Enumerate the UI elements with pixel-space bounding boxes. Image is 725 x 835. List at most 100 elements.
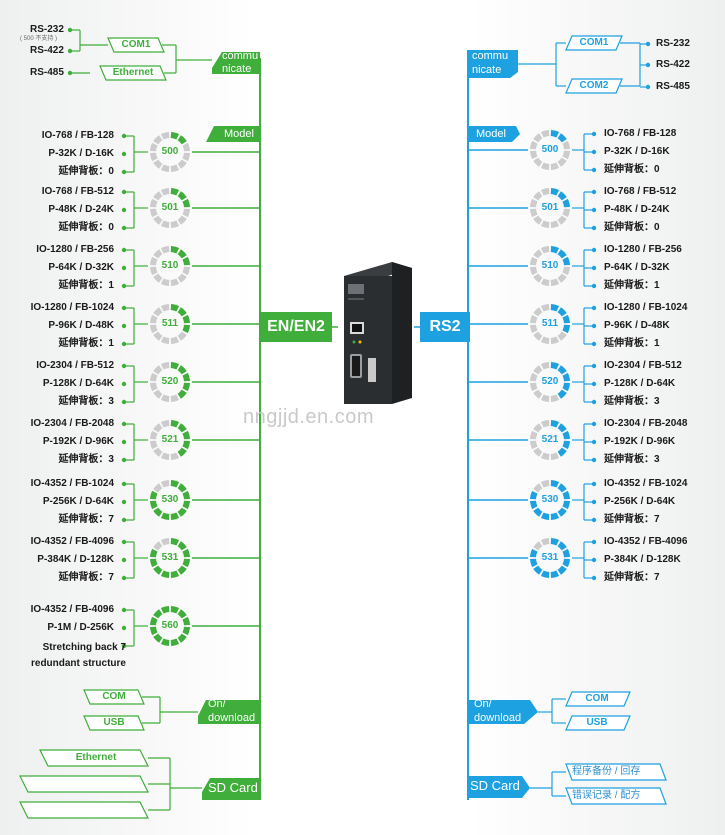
ring-segment [550,452,560,460]
right-backup-box [565,763,667,781]
ring-segment [170,132,180,140]
ring-segment [177,331,187,341]
left-model-510-pd: P-64K / D-32K [48,262,114,273]
left-model-510-ext: 延伸背板：1 [58,280,114,291]
ring-segment [550,246,560,254]
ring-segment [540,220,550,228]
left-model-531-pd: P-384K / D-128K [37,554,114,565]
ring-segment [170,164,180,172]
ring-segment [533,565,543,575]
ring-segment [530,256,538,266]
left-ethernet-label: Ethernet [112,67,154,78]
left-model-531-io: IO-4352 / FB-4096 [30,536,114,547]
ring-segment [177,191,187,201]
ring-segment [177,215,187,225]
model-number: 511 [541,318,559,329]
ring-segment [160,606,170,614]
ring-segment [540,538,550,546]
ring-segment [530,140,538,150]
ring-segment [550,220,560,228]
ring-segment [557,507,567,517]
right-model-520-ext: 延伸背板：3 [604,396,660,407]
ring-segment [530,548,538,558]
left-com1-label: COM1 [121,39,151,50]
ring-segment [557,157,567,167]
ring-segment [562,324,570,334]
left-usb-label: USB [103,717,125,728]
ring-segment [153,609,163,619]
ring-segment [150,500,158,510]
right-model-521-io: IO-2304 / FB-2048 [604,418,688,429]
ring-segment [160,188,170,196]
ring-segment [540,304,550,312]
right-ring-511: 511 [528,302,572,346]
ring-segment [150,142,158,152]
ring-segment [170,606,180,614]
ring-segment [182,314,190,324]
ring-segment [557,273,567,283]
ring-segment [550,570,560,578]
ring-segment [550,362,560,370]
left-model-530-pd: P-256K / D-64K [42,496,114,507]
model-number: 521 [541,434,559,445]
left-model-511-ext: 延伸背板：1 [58,338,114,349]
right-backup-label: 程序备份 / 回存 [572,766,641,777]
ring-segment [182,266,190,276]
ring-segment [182,142,190,152]
left-spec-dot [121,265,127,271]
ring-segment [170,570,180,578]
model-number: 531 [541,552,559,563]
ring-segment [170,452,180,460]
ring-segment [153,507,163,517]
ring-segment [530,324,538,334]
ring-segment [182,500,190,510]
right-sd-tag-shape [468,776,530,798]
ring-segment [153,365,163,375]
watermark: nngjjd.en.com [243,406,375,428]
left-model-520-pd: P-128K / D-64K [42,378,114,389]
ring-segment [153,307,163,317]
ring-segment [150,626,158,636]
ring-segment [533,389,543,399]
model-number: 510 [161,260,179,271]
right-download-line1: On/ [474,698,492,710]
right-model-510-io: IO-1280 / FB-256 [604,244,682,255]
ring-segment [533,249,543,259]
ring-segment [150,382,158,392]
ring-segment [177,159,187,169]
ring-segment [557,541,567,551]
model-number: 521 [161,434,179,445]
plc-module-image [338,258,420,404]
ring-segment [550,480,560,488]
ring-segment [177,307,187,317]
ring-segment [533,133,543,143]
ring-segment [540,480,550,488]
ring-segment [150,490,158,500]
ring-segment [557,331,567,341]
left-comm-tag-line1: commu [222,50,259,62]
left-model-560-redundant: redundant structure [30,658,126,669]
left-model-511-io: IO-1280 / FB-1024 [30,302,114,313]
right-sd-tag: SD Card [470,778,520,793]
right-com2-label: COM2 [579,80,609,91]
ring-segment [533,447,543,457]
right-model-511-pd: P-96K / D-48K [604,320,670,331]
ring-segment [170,246,180,254]
ring-segment [550,130,560,138]
right-port-1: RS-422 [656,59,690,70]
ring-segment [177,541,187,551]
ring-segment [170,480,180,488]
left-port-1: RS-422 [30,45,64,56]
right-com1-label: COM1 [579,37,609,48]
ring-segment [550,512,560,520]
ring-segment [557,447,567,457]
ring-segment [540,420,550,428]
left-model-501-ext: 延伸背板：0 [58,222,114,233]
ring-segment [182,372,190,382]
model-number: 501 [161,202,179,213]
ring-segment [533,273,543,283]
ring-segment [170,336,180,344]
ring-segment [150,430,158,440]
right-model-500-pd: P-32K / D-16K [604,146,670,157]
ring-segment [177,273,187,283]
